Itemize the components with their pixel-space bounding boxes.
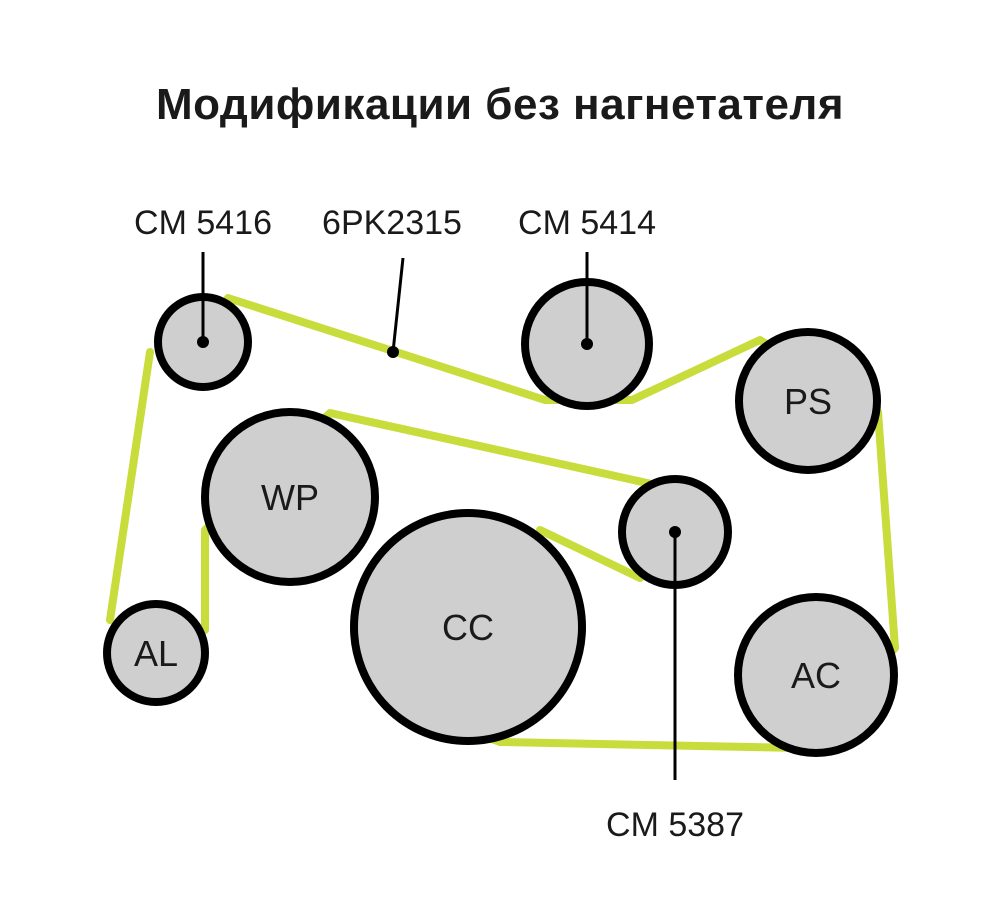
pulley-wp [201,408,379,586]
callout-belt: 6PK2315 [322,204,462,242]
diagram-title: Модификации без нагнетателя [155,80,845,129]
label-wp: WP [261,477,319,518]
label-ac: AC [791,655,841,696]
callout-cm5414: CM 5414 [518,204,656,242]
pulley-al [103,600,209,706]
label-al: AL [134,633,178,674]
callout-cm5387: CM 5387 [606,806,744,844]
leader-belt [391,257,405,353]
label-ps: PS [784,381,832,422]
label-cc: CC [442,607,494,648]
callout-cm5416: CM 5416 [134,204,272,242]
pulley-ps [735,328,881,474]
pulley-cc [350,509,586,745]
pulley-ac [734,593,898,757]
